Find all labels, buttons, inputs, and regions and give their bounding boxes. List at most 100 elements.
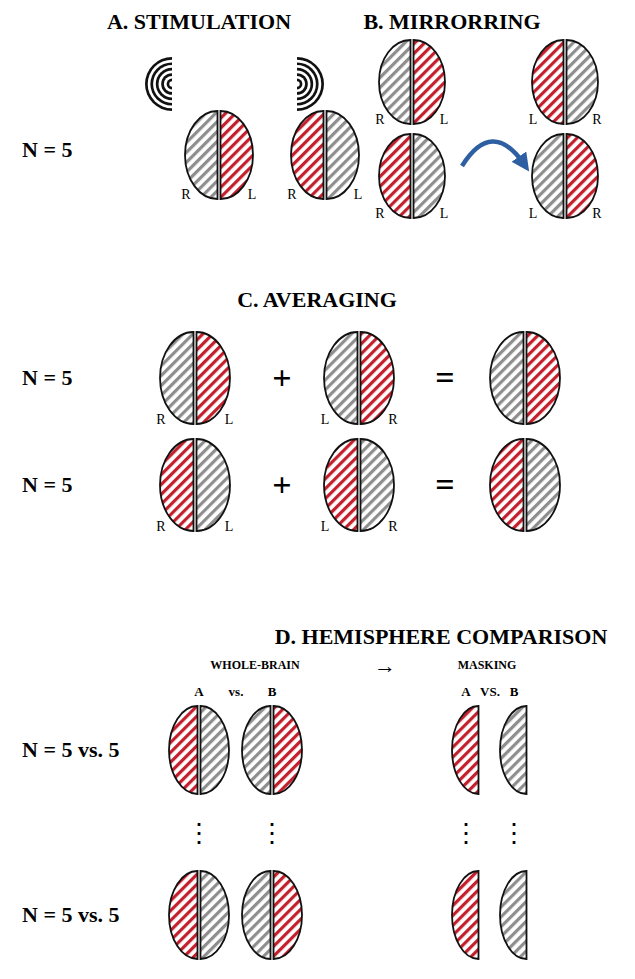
- group-size: N = 5: [22, 473, 72, 497]
- method-label: MASKING: [458, 659, 517, 672]
- grating-ring: [297, 60, 321, 109]
- group-comparison: N = 5 vs. 5: [22, 903, 120, 927]
- brain-hemisphere: [379, 40, 410, 124]
- hemisphere-letter: L: [248, 187, 257, 202]
- group-comparison: N = 5 vs. 5: [22, 738, 120, 762]
- grating-stimuli: [145, 57, 324, 111]
- brain-hemisphere: [327, 111, 360, 199]
- brain-hemisphere: [490, 332, 523, 424]
- brain-hemisphere: [160, 332, 193, 424]
- brain-hemisphere: [500, 871, 526, 959]
- grating-ring: [150, 62, 172, 105]
- brain-hemisphere: [197, 332, 230, 424]
- mirror-arrow: [462, 141, 524, 166]
- group-label: VS.: [480, 685, 500, 699]
- hemisphere-letter: R: [375, 112, 384, 127]
- group-size: N = 5: [22, 366, 72, 390]
- hemisphere-letter: L: [440, 112, 449, 127]
- operator-symbol: +: [272, 359, 291, 396]
- grating-ring: [297, 65, 316, 103]
- ellipsis-dots: ⋮: [186, 819, 212, 848]
- brain-hemisphere: [160, 439, 194, 531]
- hemisphere-letter: R: [592, 206, 601, 221]
- brain-hemisphere: [169, 871, 198, 959]
- grating-ring: [297, 81, 300, 86]
- section-heading: D. HEMISPHERE COMPARISON: [275, 625, 608, 649]
- brain-hemisphere: [414, 40, 446, 124]
- method-label: WHOLE-BRAIN: [210, 659, 299, 672]
- hemisphere-letter: R: [592, 112, 601, 127]
- brain-hemisphere: [201, 871, 230, 959]
- brain-hemisphere: [532, 134, 564, 218]
- operator-symbol: =: [435, 359, 454, 396]
- ellipsis-dots: ⋮: [501, 819, 527, 848]
- section-heading: B. MIRRORRING: [363, 10, 540, 34]
- grating-ring: [297, 73, 308, 95]
- brain-hemisphere: [221, 111, 254, 199]
- brain-hemisphere: [361, 332, 394, 424]
- brain-hemisphere: [567, 40, 599, 124]
- hemisphere-letter: R: [156, 519, 165, 534]
- brain-hemisphere: [452, 871, 478, 959]
- hemisphere-letter: L: [321, 412, 330, 427]
- operator-symbol: +: [272, 466, 291, 503]
- grating-ring: [148, 60, 172, 109]
- grating-ring: [159, 71, 173, 98]
- brain-hemisphere: [201, 706, 230, 794]
- hemisphere-letter: R: [181, 187, 190, 202]
- section-heading: A. STIMULATION: [107, 10, 291, 34]
- grating-ring: [164, 76, 172, 92]
- brain-hemisphere: [527, 439, 561, 531]
- brain-hemisphere: [185, 111, 218, 199]
- hemisphere-letter: R: [287, 187, 296, 202]
- grating-ring: [161, 73, 172, 95]
- brain-hemisphere: [500, 706, 526, 794]
- brain-hemisphere: [242, 706, 271, 794]
- group-size: N = 5: [22, 138, 72, 162]
- brain-hemisphere: [532, 40, 564, 124]
- group-label: A: [461, 685, 470, 699]
- hemisphere-letter: L: [354, 187, 363, 202]
- brain-hemisphere: [242, 871, 271, 959]
- brain-hemisphere: [490, 439, 524, 531]
- grating-ring: [297, 57, 324, 111]
- group-label: B: [268, 685, 277, 699]
- grating-ring: [297, 68, 313, 100]
- hemisphere-letter: L: [225, 412, 234, 427]
- grating-ring: [297, 62, 319, 105]
- brain-hemisphere: [291, 111, 324, 199]
- brain-hemisphere: [274, 871, 303, 959]
- brain-hemisphere: [414, 134, 446, 218]
- grating-ring: [169, 81, 172, 86]
- brain-hemisphere: [452, 706, 478, 794]
- group-label: vs.: [229, 685, 244, 699]
- brain-hemisphere: [567, 134, 599, 218]
- group-label: A: [194, 685, 203, 699]
- grating-ring: [297, 71, 311, 98]
- brain-group: [160, 40, 598, 959]
- brain-hemisphere: [274, 706, 303, 794]
- brain-hemisphere: [361, 439, 395, 531]
- group-label: B: [510, 685, 519, 699]
- brain-hemisphere: [527, 332, 560, 424]
- ellipsis-dots: ⋮: [259, 819, 285, 848]
- arrow-symbol: →: [374, 654, 396, 678]
- section-heading: C. AVERAGING: [237, 288, 397, 312]
- grating-ring: [153, 65, 172, 103]
- hemisphere-letter: R: [388, 519, 397, 534]
- brain-hemisphere: [324, 332, 357, 424]
- hemisphere-letter: L: [225, 519, 234, 534]
- hemisphere-letter: L: [529, 206, 538, 221]
- ellipsis-dots: ⋮: [453, 819, 479, 848]
- grating-ring: [167, 79, 172, 90]
- hemisphere-letter: L: [440, 206, 449, 221]
- hemisphere-letter: R: [156, 412, 165, 427]
- hemisphere-letter: R: [388, 412, 397, 427]
- grating-ring: [297, 79, 302, 90]
- grating-ring: [145, 57, 172, 111]
- grating-ring: [297, 76, 305, 92]
- hemisphere-letter: L: [321, 519, 330, 534]
- hemisphere-letter: L: [529, 112, 538, 127]
